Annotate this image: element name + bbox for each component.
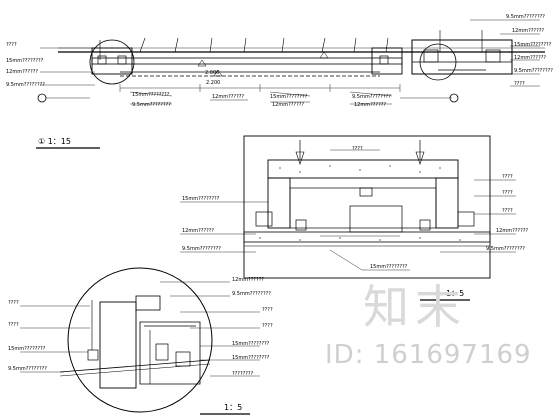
label-btm-2: 9.5mm???????? xyxy=(232,291,271,297)
label-top-right-2: 12mm?????? xyxy=(512,28,544,34)
label-top-mid-3: 12mm?????? xyxy=(212,94,244,100)
label-mid-right-3: ???? xyxy=(502,208,513,214)
label-top-mid-6: 9.5mm???????? xyxy=(352,94,391,100)
label-top-mid-1: 15mm???????? xyxy=(132,92,170,98)
dim-label-2: 2.200 xyxy=(206,80,220,86)
label-top-right-3: 15mm???????? xyxy=(514,42,552,48)
label-btm-3: ???? xyxy=(262,307,273,313)
label-btm-4: ???? xyxy=(262,323,273,329)
label-btm-left-1: ???? xyxy=(8,300,19,306)
label-mid-bottom: 15mm???????? xyxy=(370,264,408,270)
label-btm-7: ???????? xyxy=(232,371,254,377)
label-mid-left-3: 9.5mm???????? xyxy=(182,246,221,252)
label-btm-left-3: 15mm???????? xyxy=(8,346,46,352)
label-top-right-1: 9.5mm???????? xyxy=(506,14,545,20)
label-mid-right-4: 12mm?????? xyxy=(496,228,528,234)
label-top-left-1: ???? xyxy=(6,42,17,48)
middle-section-detail xyxy=(180,135,516,279)
label-top-mid-2: 9.5mm???????? xyxy=(132,102,171,108)
label-top-left-3: 12mm?????? xyxy=(6,69,38,75)
label-mid-right-1: ???? xyxy=(502,174,513,180)
watermark-id: ID: 161697169 xyxy=(325,340,532,370)
label-mid-right-5: 9.5mm???????? xyxy=(486,246,525,252)
label-top-right-6: ???? xyxy=(514,81,525,87)
label-mid-left-1: 15mm???????? xyxy=(182,196,220,202)
label-top-right-4: 12mm?????? xyxy=(514,55,546,61)
watermark-logo: 知末 xyxy=(363,280,467,334)
label-top-left-4: 9.5mm???????? xyxy=(6,82,45,88)
detail-1-title: ① 1：15 xyxy=(38,137,71,146)
top-ceiling-section xyxy=(37,19,545,105)
dim-label-1: 2.000 xyxy=(205,70,219,76)
label-top-mid-7: 12mm?????? xyxy=(354,102,386,108)
label-btm-left-4: 9.5mm???????? xyxy=(8,366,47,372)
label-top-left-2: 15mm???????? xyxy=(6,58,44,64)
label-mid-top: ???? xyxy=(352,146,363,152)
label-btm-6: 15mm???????? xyxy=(232,355,270,361)
label-btm-1: 12mm?????? xyxy=(232,277,264,283)
label-top-mid-4: 15mm???????? xyxy=(270,94,308,100)
circular-enlarged-detail xyxy=(20,267,260,413)
label-top-right-5: 9.5mm???????? xyxy=(514,68,553,74)
label-btm-5: 15mm???????? xyxy=(232,341,270,347)
detail-3-title: 1：5 xyxy=(224,403,242,412)
detail-2-title: 1：5 xyxy=(446,289,464,298)
label-mid-left-2: 12mm?????? xyxy=(182,228,214,234)
label-top-mid-5: 12mm?????? xyxy=(272,102,304,108)
label-mid-right-2: ???? xyxy=(502,190,513,196)
label-btm-left-2: ???? xyxy=(8,322,19,328)
